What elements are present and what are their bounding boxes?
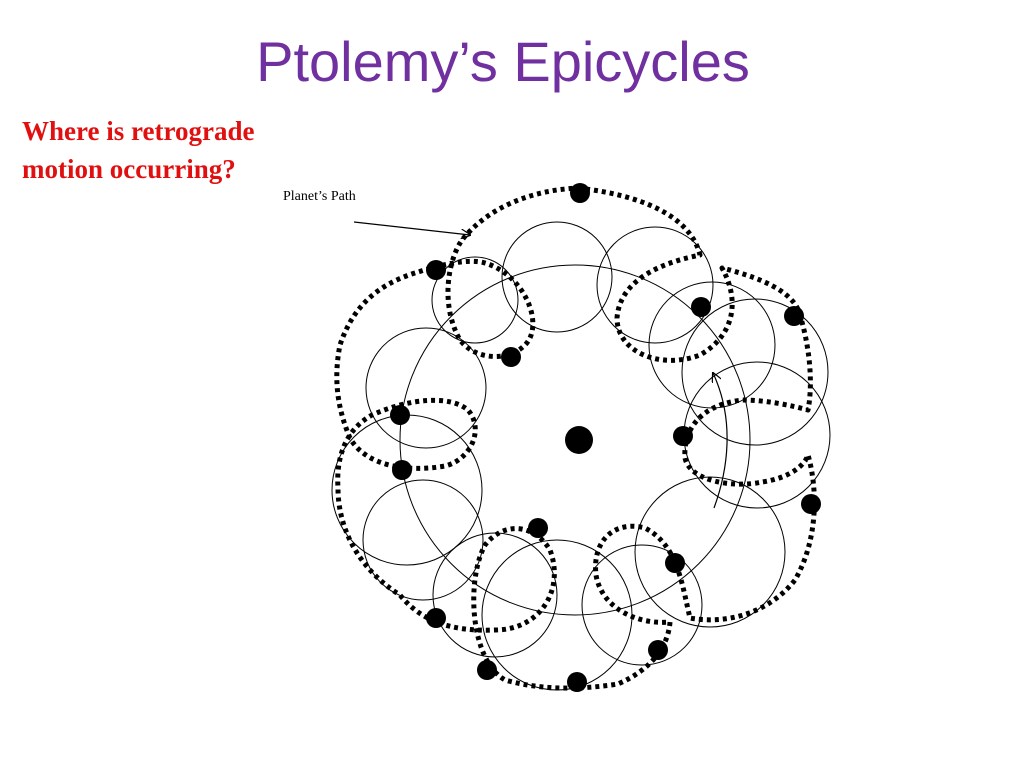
epicycle-circle [501,221,613,333]
epicycle-circle [432,532,558,658]
epicycle-circles [331,221,831,691]
planet-dot [477,660,497,680]
epicycle-circle [648,281,776,409]
epicycle-circle [365,327,487,449]
slide-title: Ptolemy’s Epicycles [256,30,750,93]
question-line-1: Where is retrograde [22,116,255,146]
planet-path-label: Planet’s Path [283,189,356,204]
planet-positions [390,183,821,692]
motion-arrow [713,373,728,509]
epicycle-circle [581,544,703,666]
planet-dot [501,347,521,367]
retrograde-question: Where is retrograde motion occurring? [22,112,342,188]
epicycle-circle [681,298,829,446]
planet-dot [691,297,711,317]
planet-dot [648,640,668,660]
epicycle-circle [683,361,831,509]
question-line-2: motion occurring? [22,154,236,184]
planet-dot [801,494,821,514]
planet-dot [390,405,410,425]
planet-dot [567,672,587,692]
epicycle-circle [431,256,519,344]
planet-path-pointer [353,221,470,235]
planet-dot [784,306,804,326]
planet-dot [665,553,685,573]
epicycle-circle [481,539,633,691]
planet-dot [673,426,693,446]
planet-dot [392,460,412,480]
deferent-circle [399,264,751,616]
planet-dot [528,518,548,538]
epicycle-circle [596,226,714,344]
epicycle-circle [362,479,484,601]
planet-dot [570,183,590,203]
planet-dot [426,260,446,280]
planet-dot [426,608,446,628]
earth-dot [565,426,593,454]
epicycle-circle [634,476,786,628]
